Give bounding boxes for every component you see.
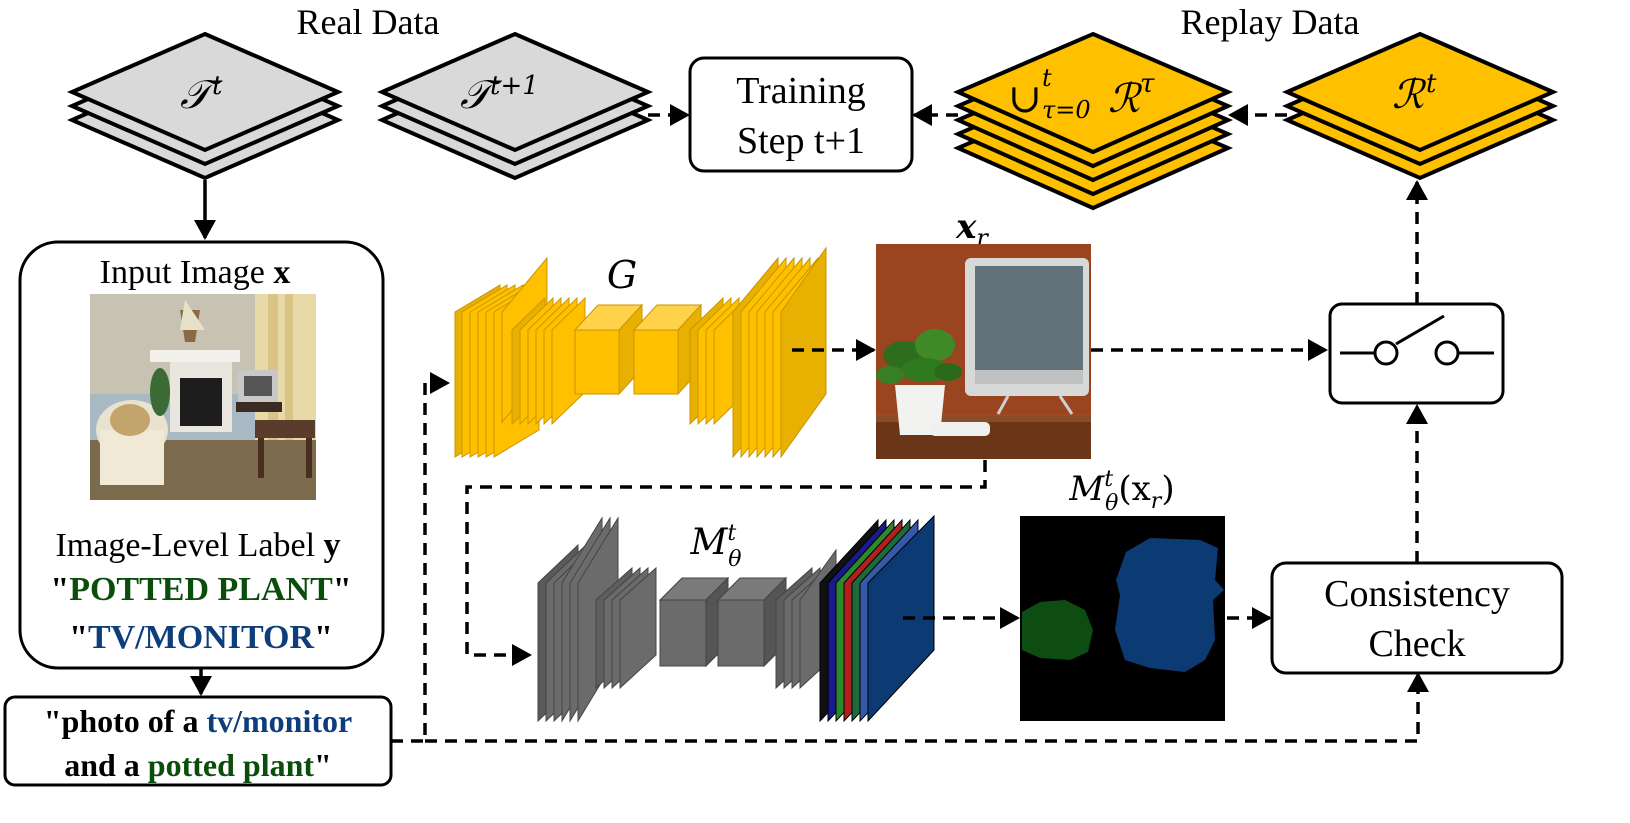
union-replay-symbol: ℛ	[1108, 76, 1143, 122]
replay-union-stack: ∪ t τ=0 ℛ τ	[953, 31, 1233, 211]
consistency-line2: Check	[1368, 623, 1465, 665]
switch-icon	[1340, 314, 1494, 366]
generator-label: G	[607, 253, 637, 297]
arrow-prompt-to-consistency	[425, 672, 1429, 743]
consistency-line1: Consistency	[1324, 573, 1510, 615]
replay-rt-superscript: t	[1426, 69, 1437, 99]
image-level-label-title: Image-Level Label y	[55, 527, 340, 564]
union-subscript: τ=0	[1042, 96, 1091, 124]
union-replay-superscript: τ	[1140, 69, 1155, 99]
dataset-t1-superscript: t+1	[490, 71, 539, 101]
replay-rt-symbol: ℛ	[1392, 72, 1427, 118]
input-image-title: Input Image x	[100, 254, 291, 291]
generator-network: G	[454, 246, 827, 459]
segmentation-mask	[1020, 516, 1225, 721]
real-data-header: Real Data	[297, 2, 440, 42]
dataset-stack-t: 𝒯 t	[66, 31, 344, 181]
union-superscript: t	[1042, 64, 1052, 92]
union-operator: ∪	[1008, 76, 1042, 122]
replay-rt-stack: ℛ t	[1281, 31, 1559, 181]
training-step-line2: Step t+1	[737, 120, 865, 162]
arrow-image-to-segmenter	[465, 460, 987, 666]
label-potted-plant: "POTTED PLANT"	[50, 571, 351, 608]
prompt-line1: "photo of a tv/monitor	[44, 703, 352, 739]
training-step-line1: Training	[736, 70, 866, 112]
generated-image	[876, 244, 1091, 459]
replay-data-header: Replay Data	[1181, 2, 1360, 42]
arrow-prompt-to-generator	[391, 372, 450, 743]
dataset-t-superscript: t	[212, 71, 223, 101]
dataset-stack-t-plus-1: 𝒯 t+1	[376, 31, 654, 181]
input-image	[90, 294, 316, 500]
label-tv-monitor: "TV/MONITOR"	[69, 619, 333, 656]
prompt-line2: and a potted plant"	[64, 747, 332, 783]
